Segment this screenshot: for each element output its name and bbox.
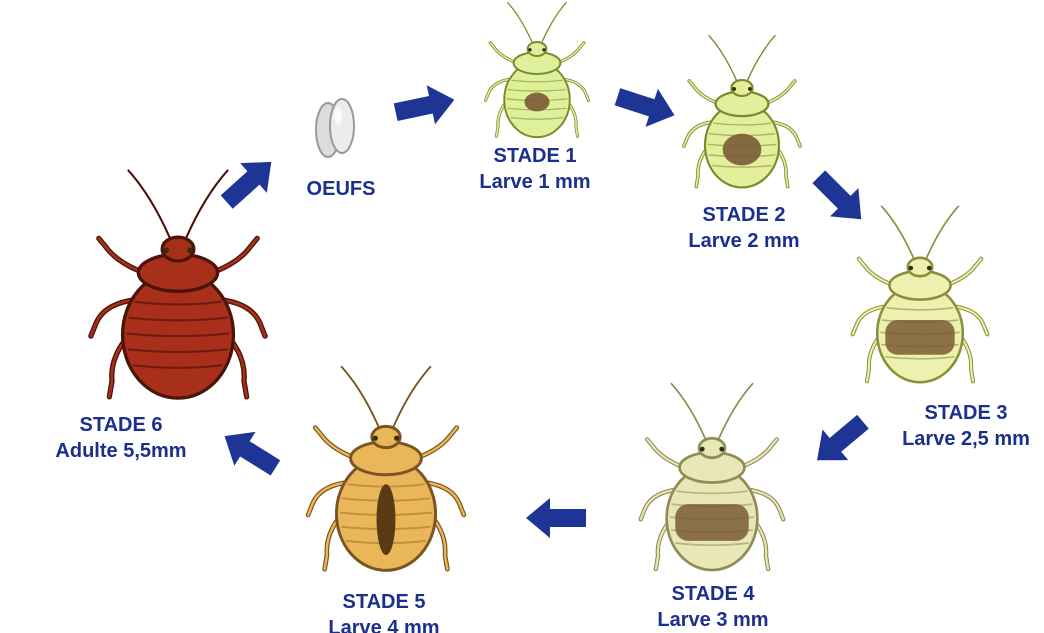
label-stage4-title: STADE 4 [657, 581, 768, 607]
arrow-stage3-to-stage4 [804, 406, 876, 475]
label-stage5: STADE 5 Larve 4 mm [328, 589, 439, 633]
stage2-nymph-illustration [684, 35, 800, 187]
label-eggs-title: OEUFS [307, 176, 376, 202]
arrow-stage2-to-stage3 [805, 163, 876, 234]
label-stage6-subtitle: Adulte 5,5mm [55, 438, 186, 464]
arrow-eggs-to-stage1 [391, 80, 458, 132]
label-stage1-title: STADE 1 [479, 143, 590, 169]
label-stage2-subtitle: Larve 2 mm [688, 228, 799, 254]
bugs-layer [91, 2, 987, 570]
stage6-adult-illustration [91, 170, 265, 398]
arrow-stage5-to-stage6 [214, 419, 286, 485]
label-stage6-title: STADE 6 [55, 412, 186, 438]
stage4-nymph-illustration [641, 383, 784, 570]
stage1-nymph-illustration [486, 2, 589, 137]
stage3-nymph-illustration [853, 206, 988, 382]
label-stage5-title: STADE 5 [328, 589, 439, 615]
label-stage1-subtitle: Larve 1 mm [479, 169, 590, 195]
label-stage1: STADE 1 Larve 1 mm [479, 143, 590, 195]
arrow-stage6-to-eggs [213, 147, 284, 217]
label-stage4: STADE 4 Larve 3 mm [657, 581, 768, 633]
stage5-nymph-illustration [308, 366, 464, 570]
arrow-stage4-to-stage5 [526, 498, 586, 538]
label-stage3-title: STADE 3 [902, 400, 1030, 426]
label-stage4-subtitle: Larve 3 mm [657, 607, 768, 633]
label-eggs: OEUFS [307, 176, 376, 202]
arrow-stage1-to-stage2 [611, 78, 680, 135]
eggs-illustration [316, 99, 354, 157]
label-stage3-subtitle: Larve 2,5 mm [902, 426, 1030, 452]
label-stage6: STADE 6 Adulte 5,5mm [55, 412, 186, 464]
label-stage5-subtitle: Larve 4 mm [328, 615, 439, 633]
label-stage2: STADE 2 Larve 2 mm [688, 202, 799, 254]
label-stage3: STADE 3 Larve 2,5 mm [902, 400, 1030, 452]
label-stage2-title: STADE 2 [688, 202, 799, 228]
